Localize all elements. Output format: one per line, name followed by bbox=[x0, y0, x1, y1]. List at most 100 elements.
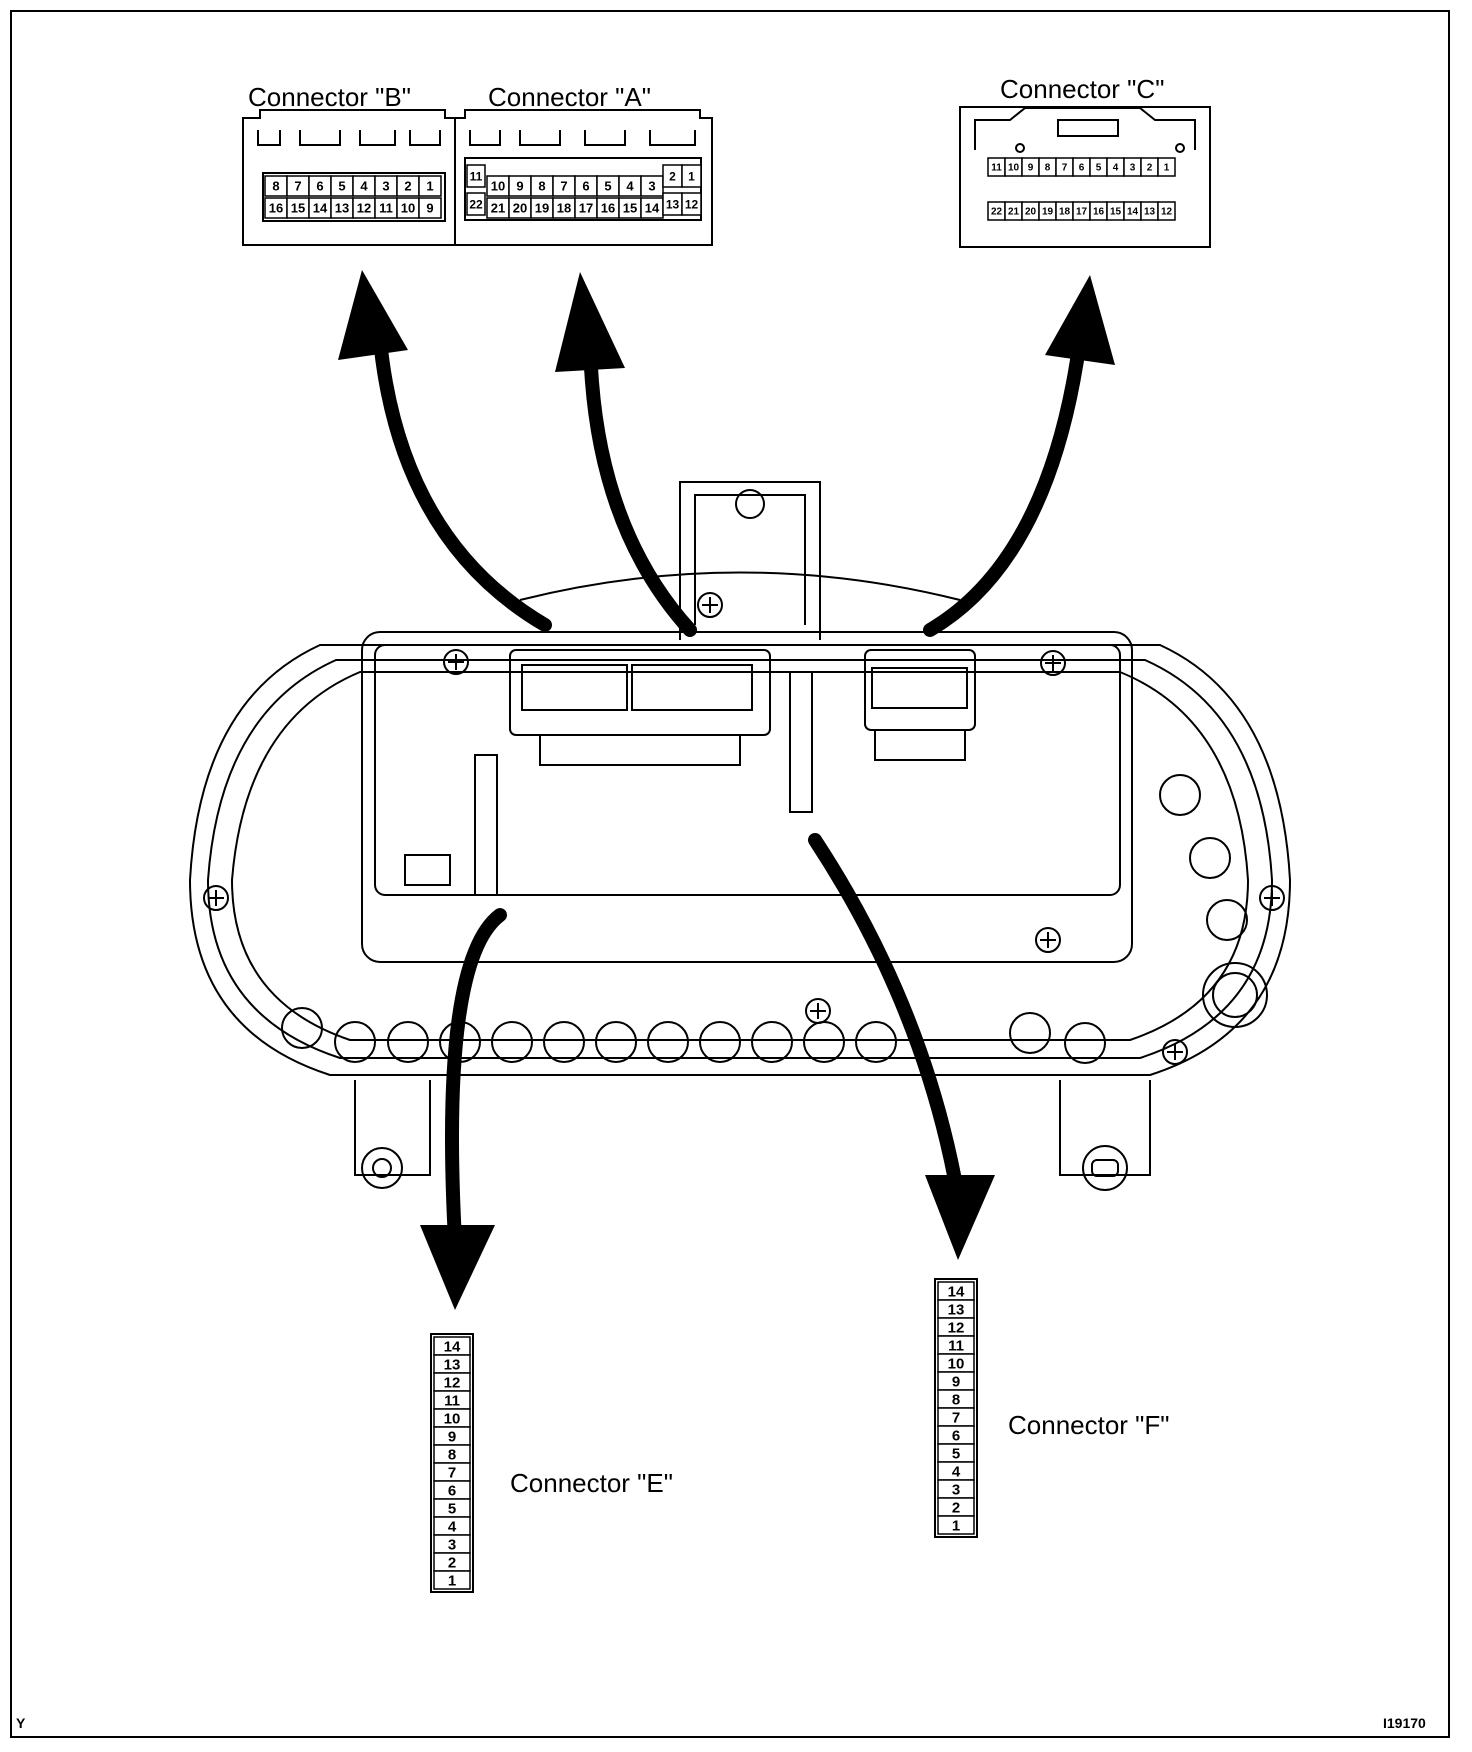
connector-c-pin-number: 22 bbox=[991, 207, 1003, 218]
connector-b-pin-number: 1 bbox=[426, 179, 433, 194]
connector-e-pin-number: 6 bbox=[448, 1482, 456, 1499]
connector-a-pin-number: 6 bbox=[582, 179, 589, 194]
connector-a-pin-cell bbox=[466, 192, 486, 216]
connector-e-pin-number: 10 bbox=[444, 1410, 461, 1427]
connector-c-pin-number: 4 bbox=[1113, 163, 1119, 174]
connector-c-pin-cell bbox=[1157, 157, 1176, 177]
connector-f-pin-number: 13 bbox=[948, 1301, 965, 1318]
connector-a-pin-number: 1 bbox=[688, 169, 695, 183]
connector-b-pin-number: 2 bbox=[404, 179, 411, 194]
connector-a-pin-number: 11 bbox=[470, 169, 483, 183]
connector-c-pin-number: 9 bbox=[1028, 163, 1034, 174]
connector-b-pin-number: 5 bbox=[338, 179, 345, 194]
diagram-frame bbox=[10, 10, 1450, 1738]
connector-b-pin-cell bbox=[418, 197, 442, 219]
arrow-to-connector-b bbox=[373, 333, 552, 632]
connector-b-pin-number: 6 bbox=[316, 179, 323, 194]
connector-f-label: Connector "F" bbox=[1008, 1410, 1170, 1440]
connector-f-pin-number: 1 bbox=[952, 1517, 960, 1534]
connector-e-label: Connector "E" bbox=[510, 1468, 673, 1498]
connector-a-pin-number: 16 bbox=[601, 201, 615, 216]
connector-c-pin-cell bbox=[1157, 201, 1176, 221]
connector-e-pin-number: 5 bbox=[448, 1500, 456, 1517]
connector-b-pin-cell bbox=[418, 175, 442, 197]
connector-e-pin-number: 12 bbox=[444, 1374, 461, 1391]
connector-c-pin-number: 10 bbox=[1008, 163, 1020, 174]
connector-a-pin-number: 17 bbox=[579, 201, 593, 216]
connector-b-pin-number: 13 bbox=[335, 201, 349, 216]
connector-f-pin-housing bbox=[934, 1278, 978, 1538]
connector-c-housing bbox=[959, 106, 1211, 248]
connector-e-pin-number: 1 bbox=[448, 1572, 456, 1589]
connector-e-pin-cell bbox=[433, 1570, 471, 1590]
arrowhead-b bbox=[338, 270, 408, 360]
connector-e-pin-number: 8 bbox=[448, 1446, 456, 1463]
arrow-to-connector-c bbox=[923, 333, 1087, 637]
arrowhead-f bbox=[925, 1175, 995, 1260]
connector-e-pin-number: 2 bbox=[448, 1554, 456, 1571]
connector-e-pin-housing bbox=[430, 1333, 474, 1593]
connector-e-pin-number: 13 bbox=[444, 1356, 461, 1373]
connector-c-pin-number: 20 bbox=[1025, 207, 1037, 218]
connector-a-pin-number: 14 bbox=[645, 201, 660, 216]
connector-a-pin-number: 15 bbox=[623, 201, 637, 216]
arrows bbox=[373, 323, 1087, 1247]
connector-a-pin-number: 7 bbox=[560, 179, 567, 194]
connector-c-pin-number: 18 bbox=[1059, 207, 1071, 218]
connector-a-pin-number: 9 bbox=[516, 179, 523, 194]
connector-c-pin-number: 13 bbox=[1144, 207, 1156, 218]
arrowhead-a bbox=[555, 272, 625, 372]
connector-b-pin-number: 10 bbox=[401, 201, 415, 216]
connector-f-pin-number: 7 bbox=[952, 1409, 960, 1426]
connector-a-pin-number: 5 bbox=[604, 179, 611, 194]
connector-c-pin-number: 15 bbox=[1110, 207, 1122, 218]
connector-b-pin-number: 16 bbox=[269, 201, 283, 216]
connector-b-pin-number: 8 bbox=[272, 179, 279, 194]
connector-f-pin-number: 11 bbox=[948, 1337, 964, 1354]
connector-a-pin-number: 10 bbox=[491, 179, 505, 194]
connector-c-pin-number: 8 bbox=[1045, 163, 1051, 174]
connector-c-pin-number: 21 bbox=[1008, 207, 1020, 218]
connector-f-pin-number: 8 bbox=[952, 1391, 960, 1408]
connector-b-pin-number: 9 bbox=[426, 201, 433, 216]
connector-c-pin-number: 1 bbox=[1164, 163, 1170, 174]
arrowheads bbox=[338, 270, 1115, 1310]
connector-a-pin-number: 20 bbox=[513, 201, 527, 216]
connector-a-pin-number: 22 bbox=[469, 197, 483, 211]
connector-c-pin-number: 17 bbox=[1076, 207, 1088, 218]
connector-b-pin-number: 15 bbox=[291, 201, 305, 216]
connector-c-label: Connector "C" bbox=[1000, 74, 1165, 104]
connector-f-pin-number: 2 bbox=[952, 1499, 960, 1516]
connector-a-pin-number: 4 bbox=[626, 179, 634, 194]
connector-a-housing bbox=[454, 109, 713, 246]
connector-f-pin-number: 4 bbox=[952, 1463, 961, 1480]
connector-f-pin-number: 3 bbox=[952, 1481, 960, 1498]
connector-b-pin-number: 14 bbox=[313, 201, 328, 216]
arrow-to-connector-f bbox=[808, 833, 962, 1187]
connector-a-pin-number: 2 bbox=[669, 169, 676, 183]
connector-c-pin-number: 14 bbox=[1127, 207, 1139, 218]
connector-f-pin-cell bbox=[937, 1515, 975, 1535]
connector-c-pin-number: 2 bbox=[1147, 163, 1153, 174]
connector-b-pin-number: 4 bbox=[360, 179, 368, 194]
connector-c-pin-number: 7 bbox=[1062, 163, 1068, 174]
connector-a-pin-cell bbox=[466, 164, 486, 188]
connector-a-pin-number: 13 bbox=[666, 197, 680, 211]
connector-f-pin-number: 6 bbox=[952, 1427, 960, 1444]
connector-c-pin-number: 5 bbox=[1096, 163, 1102, 174]
connector-e-pin-number: 11 bbox=[444, 1392, 460, 1409]
figure-code: I19170 bbox=[1383, 1715, 1426, 1731]
connector-a-pin-number: 8 bbox=[538, 179, 545, 194]
connector-b-pin-number: 7 bbox=[294, 179, 301, 194]
connector-b-pin-number: 11 bbox=[379, 201, 393, 216]
connector-c-pin-number: 3 bbox=[1130, 163, 1136, 174]
connector-f-pin-number: 14 bbox=[948, 1283, 965, 1300]
connector-e-pin-number: 9 bbox=[448, 1428, 456, 1445]
connector-a-pin-number: 19 bbox=[535, 201, 549, 216]
connector-f-pin-number: 9 bbox=[952, 1373, 960, 1390]
connector-b-label: Connector "B" bbox=[248, 82, 411, 112]
